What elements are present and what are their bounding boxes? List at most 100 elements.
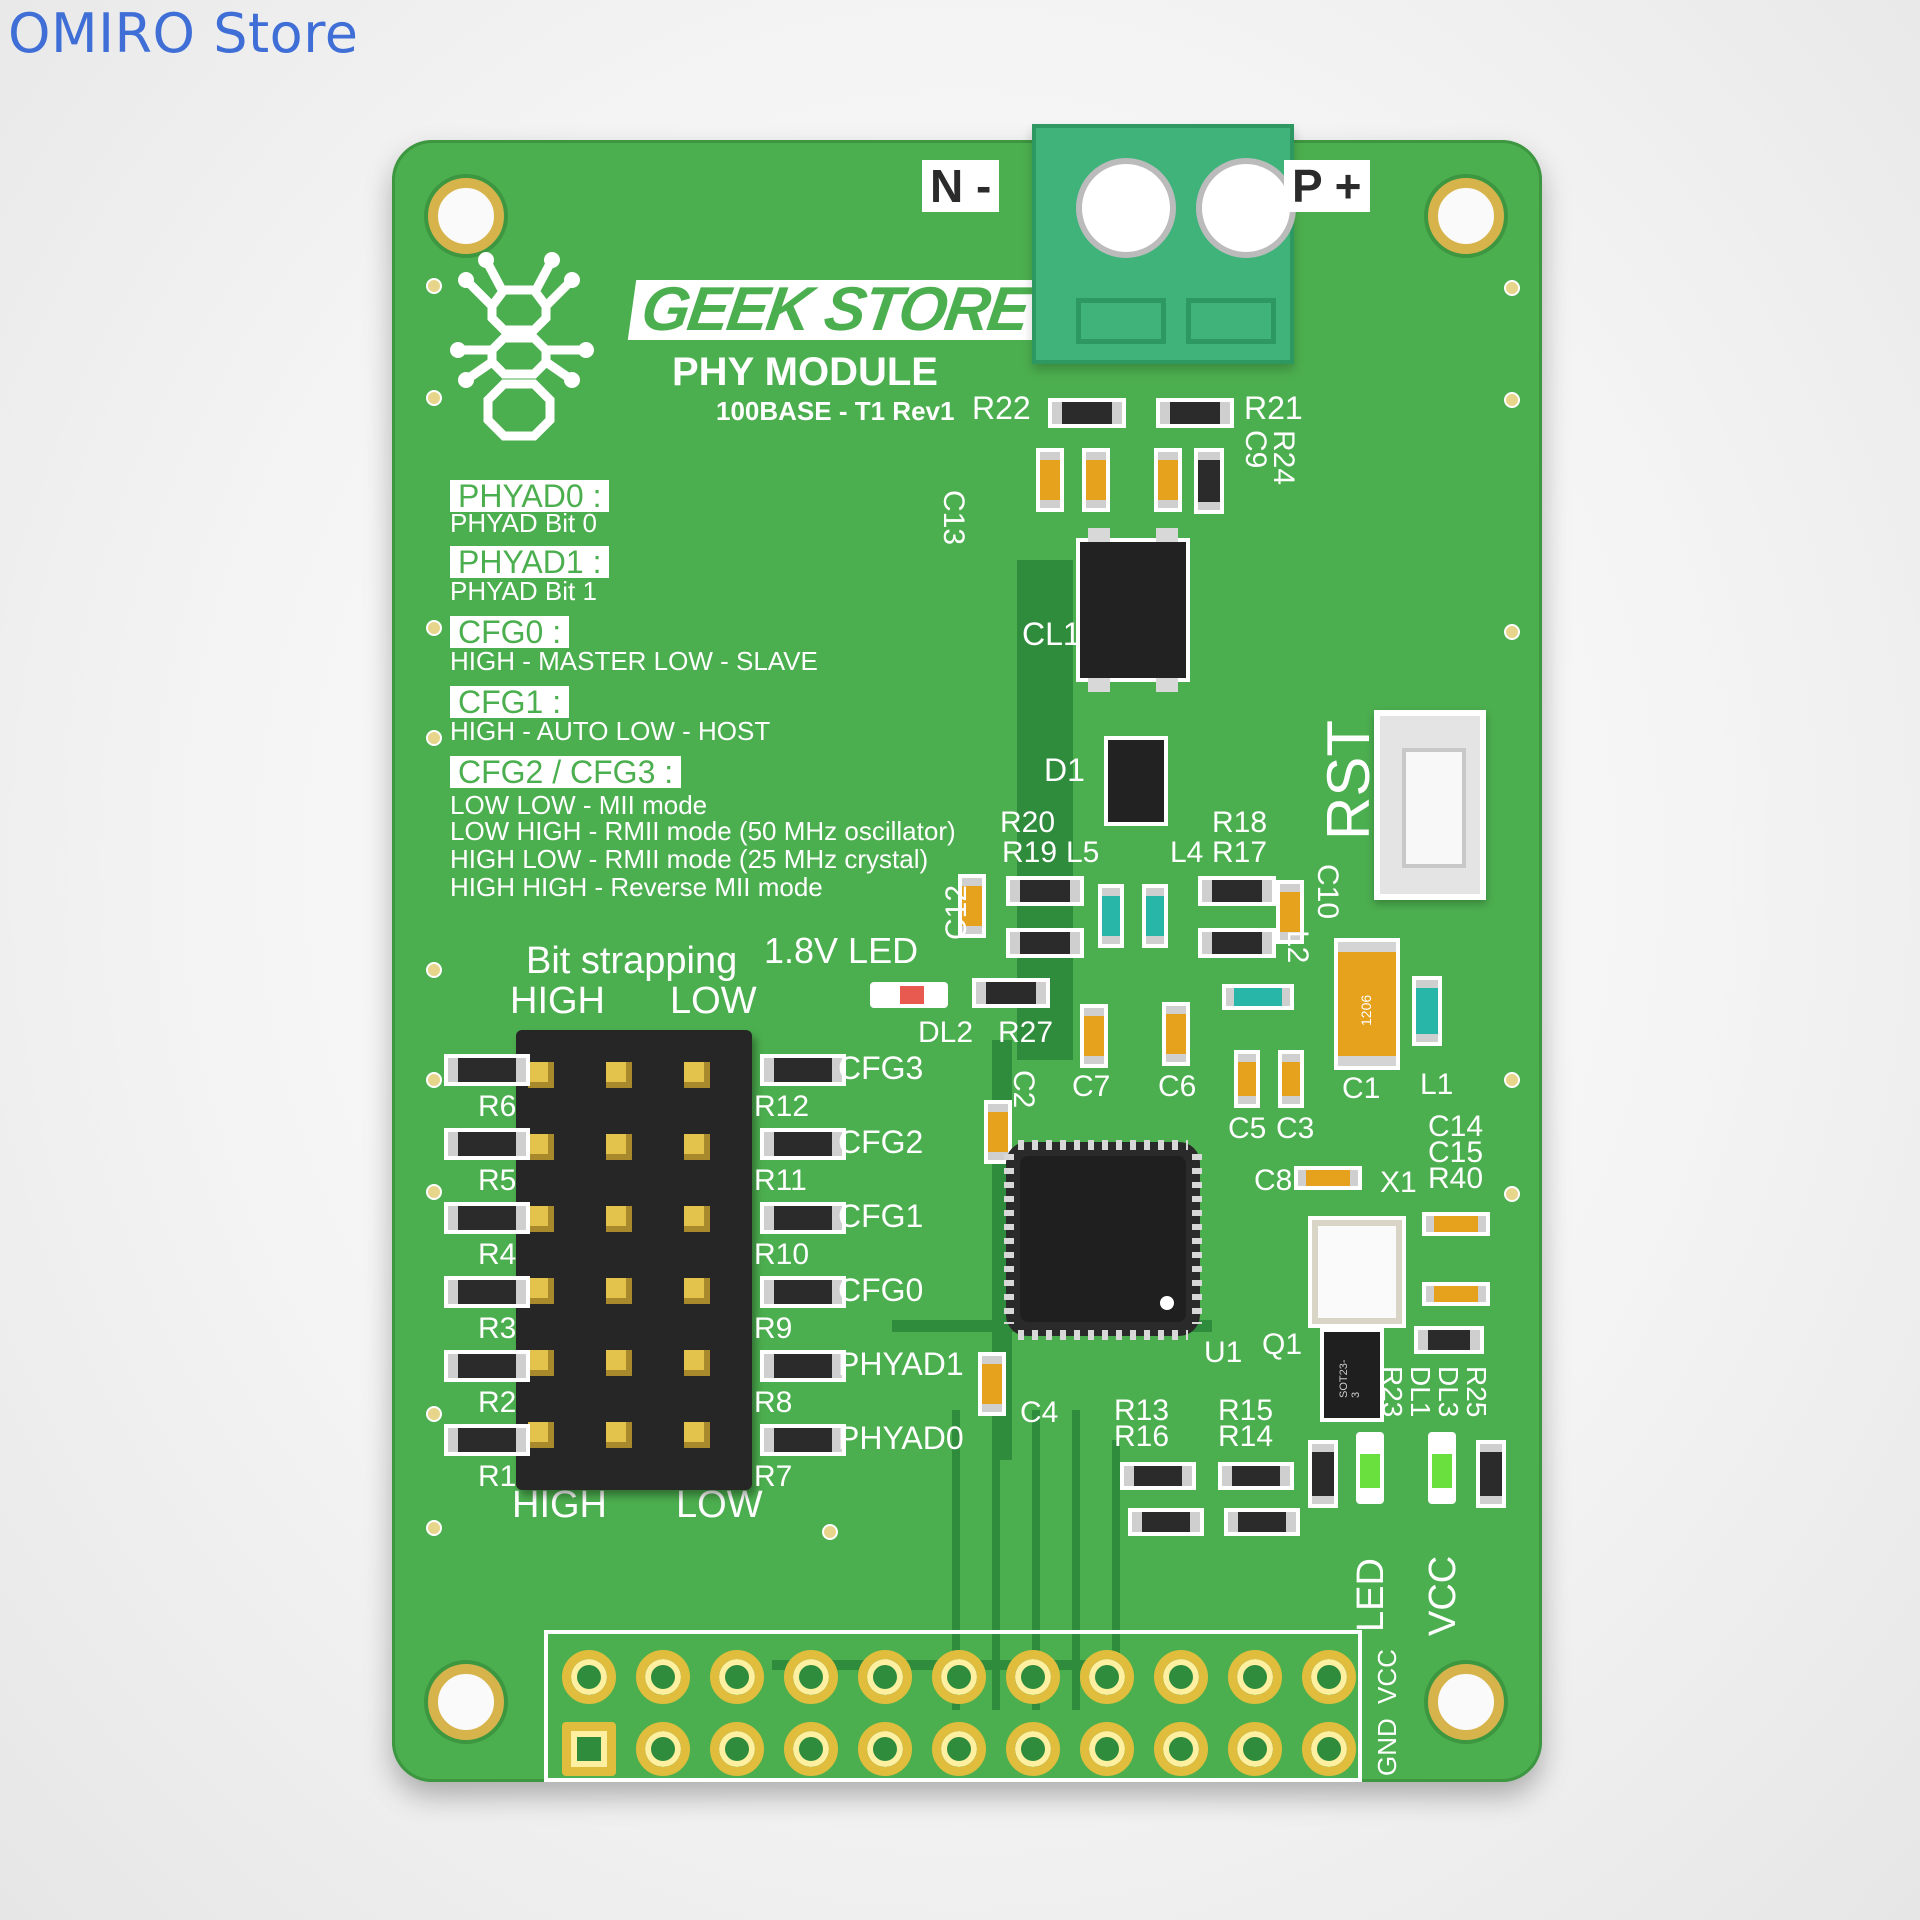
phyad0-title: PHYAD0 : — [450, 480, 610, 512]
resistor — [1222, 1466, 1290, 1486]
ref-left-resistor: R2 — [478, 1386, 517, 1419]
ref-x1: X1 — [1380, 1166, 1417, 1199]
vcc-led-label: VCC — [1422, 1555, 1464, 1636]
ref-right-resistor: R7 — [754, 1460, 793, 1493]
header-pin[interactable] — [528, 1062, 554, 1088]
header-pin[interactable] — [528, 1206, 554, 1232]
cfg23-line: HIGH LOW - RMII mode (25 MHz crystal) — [450, 844, 929, 874]
header-pin[interactable] — [606, 1278, 632, 1304]
header-pin[interactable] — [606, 1062, 632, 1088]
led-voltage-label: 1.8V LED — [764, 930, 919, 971]
cfg0-desc: HIGH - MASTER LOW - SLAVE — [450, 646, 818, 676]
header-pin[interactable] — [1302, 1722, 1356, 1776]
header-pin[interactable] — [606, 1422, 632, 1448]
header-pin[interactable] — [1228, 1722, 1282, 1776]
transistor-q1: SOT23-3 — [1324, 1332, 1380, 1418]
common-mode-choke — [1080, 528, 1186, 692]
trace — [1072, 1410, 1080, 1710]
header-pin[interactable] — [528, 1350, 554, 1376]
header-pin-1[interactable] — [562, 1722, 616, 1776]
terminal-screw-n[interactable] — [1076, 158, 1176, 258]
capacitor-c14 — [1426, 1216, 1486, 1232]
header-pin[interactable] — [606, 1350, 632, 1376]
header-pin[interactable] — [858, 1722, 912, 1776]
ref-c4: C4 — [1020, 1396, 1059, 1429]
resistor — [448, 1354, 526, 1378]
header-pin[interactable] — [710, 1650, 764, 1704]
ref-r25: R25 — [1461, 1366, 1492, 1418]
ref-r15: R15 — [1218, 1394, 1274, 1427]
mounting-hole — [428, 178, 504, 254]
ref-left-resistor: R1 — [478, 1460, 517, 1493]
cfg23-line: HIGH HIGH - Reverse MII mode — [450, 872, 823, 902]
header-pin[interactable] — [1080, 1650, 1134, 1704]
ref-r22: R22 — [972, 390, 1031, 426]
ref-q1: Q1 — [1262, 1328, 1303, 1361]
ref-r18: R18 — [1212, 806, 1268, 839]
header-pin[interactable] — [606, 1134, 632, 1160]
header-pin[interactable] — [562, 1650, 616, 1704]
header-pin[interactable] — [528, 1134, 554, 1160]
header-pin[interactable] — [1154, 1650, 1208, 1704]
header-pin[interactable] — [932, 1650, 986, 1704]
ref-left-resistor: R5 — [478, 1164, 517, 1197]
header-pin[interactable] — [636, 1650, 690, 1704]
ref-c5: C5 — [1228, 1112, 1267, 1145]
header-pin[interactable] — [858, 1650, 912, 1704]
trace — [992, 1410, 1000, 1710]
terminal-screw-p[interactable] — [1196, 158, 1296, 258]
resistor — [764, 1428, 842, 1452]
cfg0-title: CFG0 : — [450, 616, 570, 648]
header-pin[interactable] — [684, 1278, 710, 1304]
header-pin[interactable] — [684, 1350, 710, 1376]
header-pin[interactable] — [932, 1722, 986, 1776]
ref-r20: R20 — [1000, 806, 1056, 839]
resistor — [448, 1058, 526, 1082]
header-pin[interactable] — [1228, 1650, 1282, 1704]
header-pin[interactable] — [1080, 1722, 1134, 1776]
rst-label: RST — [1315, 720, 1382, 840]
phy-ic-u1 — [1020, 1156, 1186, 1322]
header-pin[interactable] — [528, 1422, 554, 1448]
ref-r13: R13 — [1114, 1394, 1170, 1427]
capacitor-c4 — [982, 1356, 1002, 1412]
header-pin[interactable] — [710, 1722, 764, 1776]
ref-left-resistor: R3 — [478, 1312, 517, 1345]
resistor-r40 — [1418, 1330, 1480, 1350]
mounting-hole — [1428, 1664, 1504, 1740]
ref-c14: C14 — [1428, 1110, 1484, 1143]
header-pin[interactable] — [606, 1206, 632, 1232]
via — [426, 1520, 442, 1536]
header-pin[interactable] — [784, 1722, 838, 1776]
header-pin[interactable] — [684, 1062, 710, 1088]
header-pin[interactable] — [684, 1206, 710, 1232]
header-pin[interactable] — [784, 1650, 838, 1704]
resistor — [448, 1206, 526, 1230]
ref-c6: C6 — [1158, 1070, 1197, 1103]
header-pin[interactable] — [528, 1278, 554, 1304]
ic-pins — [1018, 1140, 1188, 1150]
reset-button-cap[interactable] — [1402, 748, 1466, 868]
ref-c1: C1 — [1342, 1072, 1381, 1105]
terminal-n-label: N - — [922, 160, 1000, 212]
header-pin[interactable] — [1154, 1722, 1208, 1776]
header-pin[interactable] — [684, 1134, 710, 1160]
via — [426, 730, 442, 746]
resistor-r21 — [1160, 402, 1230, 424]
capacitor — [1040, 452, 1060, 508]
resistor — [1010, 932, 1080, 954]
cfg-label: CFG0 — [838, 1272, 924, 1308]
terminal-block — [1032, 124, 1296, 364]
header-pin[interactable] — [636, 1722, 690, 1776]
ref-c15: C15 — [1428, 1136, 1484, 1169]
reset-button[interactable] — [1374, 710, 1486, 900]
header-pin[interactable] — [1006, 1722, 1060, 1776]
header-pin[interactable] — [684, 1422, 710, 1448]
cfg1-title: CFG1 : — [450, 686, 570, 718]
resistor — [764, 1280, 842, 1304]
trace — [892, 1320, 1212, 1332]
header-pin[interactable] — [1006, 1650, 1060, 1704]
via — [426, 390, 442, 406]
mounting-hole — [1428, 178, 1504, 254]
header-pin[interactable] — [1302, 1650, 1356, 1704]
